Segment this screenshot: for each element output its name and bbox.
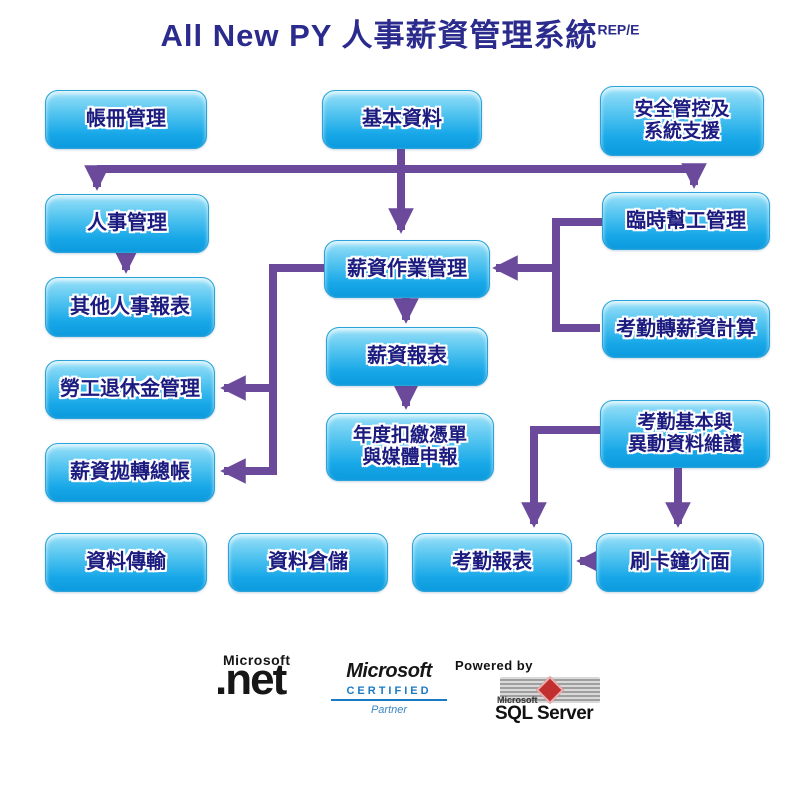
node-label: 薪資作業管理 — [347, 257, 467, 280]
page-title-superscript: REP/E — [597, 21, 640, 38]
node-label: 刷卡鐘介面 — [630, 551, 730, 573]
node-other-personnel-reports: 其他人事報表 — [45, 277, 215, 337]
certified-level-text: CERTIFIED — [331, 685, 447, 701]
node-account-book-management: 帳冊管理 — [45, 90, 207, 149]
node-label: 薪資拋轉總帳 — [70, 461, 190, 483]
node-label: 薪資報表 — [367, 345, 447, 367]
node-label: 考勤報表 — [452, 551, 532, 573]
node-label: 資料倉儲 — [268, 551, 348, 573]
node-salary-reports: 薪資報表 — [326, 327, 488, 386]
node-payroll-operations-management: 薪資作業管理 — [324, 240, 490, 298]
node-attendance-reports: 考勤報表 — [412, 533, 572, 592]
node-card-clock-interface: 刷卡鐘介面 — [596, 533, 764, 592]
node-label: 帳冊管理 — [86, 108, 166, 130]
node-label: 臨時幫工管理 — [626, 209, 746, 232]
node-security-control-support: 安全管控及 系統支援 — [600, 86, 764, 156]
certified-brand-text: Microsoft — [346, 660, 432, 682]
sql-brand-text: Microsoft — [497, 695, 538, 705]
certified-type-text: Partner — [370, 704, 408, 716]
dotnet-brand-text: Microsoft — [223, 652, 291, 668]
node-label: 勞工退休金管理 — [60, 378, 200, 400]
powered-by-text: Powered by — [455, 658, 533, 673]
node-basic-data: 基本資料 — [322, 90, 482, 149]
node-label-line1: 安全管控及 — [634, 99, 730, 121]
sql-server-logo: Powered by Microsoft SQL Server — [455, 658, 605, 725]
node-attendance-data-maintenance: 考勤基本與 異動資料維護 — [600, 400, 770, 468]
node-label: 資料傳輸 — [86, 551, 166, 573]
node-label-line2: 與媒體申報 — [362, 447, 458, 468]
node-temp-worker-management: 臨時幫工管理 — [602, 192, 770, 250]
arrow-maintenance-to-attendreports — [521, 426, 601, 528]
page-title-text: All New PY 人事薪資管理系統 — [160, 18, 598, 53]
page-title: All New PY 人事薪資管理系統REP/E — [0, 10, 800, 55]
node-salary-ledger-transfer: 薪資拋轉總帳 — [45, 443, 215, 502]
microsoft-dotnet-logo: Microsoft .net — [215, 652, 325, 702]
node-label-line2: 系統支援 — [643, 121, 720, 142]
sql-product-text: SQL Server — [495, 703, 594, 724]
node-data-transmission: 資料傳輸 — [45, 533, 207, 592]
node-labor-pension-management: 勞工退休金管理 — [45, 360, 215, 419]
node-label: 基本資料 — [362, 108, 442, 130]
microsoft-certified-partner-logo: Microsoft CERTIFIED Partner — [331, 660, 447, 716]
dotnet-product-text: .net — [215, 655, 287, 704]
sql-server-emblem-icon — [500, 675, 600, 705]
node-annual-withholding-media-filing: 年度扣繳憑單 與媒體申報 — [326, 413, 494, 481]
node-label-line1: 考勤基本與 — [637, 412, 733, 434]
node-label-line1: 年度扣繳憑單 — [352, 425, 467, 447]
node-label: 考勤轉薪資計算 — [616, 317, 756, 340]
node-attendance-to-salary-calculation: 考勤轉薪資計算 — [602, 300, 770, 358]
line-tempworker-attendance-merge — [552, 218, 603, 332]
node-label: 人事管理 — [87, 212, 167, 234]
node-label: 其他人事報表 — [70, 295, 190, 318]
node-label-line2: 異動資料維護 — [627, 434, 742, 455]
node-data-warehouse: 資料倉儲 — [228, 533, 388, 592]
arrow-payrollops-to-ledgertransfer — [220, 264, 326, 484]
node-personnel-management: 人事管理 — [45, 194, 209, 253]
